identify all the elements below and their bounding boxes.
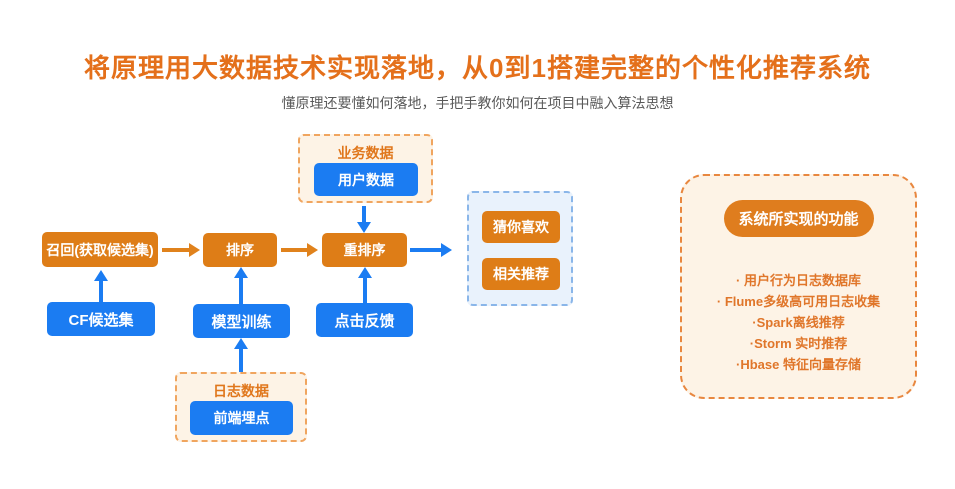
arrow-recall-to-rank bbox=[162, 248, 189, 252]
group-output: 猜你喜欢 相关推荐 bbox=[467, 191, 573, 306]
node-cf-candidates: CF候选集 bbox=[47, 302, 155, 336]
features-list: · 用户行为日志数据库 · Flume多级高可用日志收集 ·Spark离线推荐 … bbox=[682, 270, 915, 375]
arrow-log-to-model bbox=[239, 349, 243, 372]
group-log-data-label: 日志数据 bbox=[213, 383, 269, 399]
group-business-data-label: 业务数据 bbox=[337, 145, 394, 161]
feature-item: ·Storm 实时推荐 bbox=[749, 336, 848, 351]
page-subtitle: 懂原理还要懂如何落地，手把手教你如何在项目中融入算法思想 bbox=[281, 95, 674, 111]
arrow-userdata-to-rerank bbox=[362, 206, 366, 222]
features-panel: 系统所实现的功能 · 用户行为日志数据库 · Flume多级高可用日志收集 ·S… bbox=[680, 174, 917, 399]
feature-item: · 用户行为日志数据库 bbox=[736, 273, 861, 288]
arrow-cf-to-recall bbox=[99, 281, 103, 302]
feature-item: ·Hbase 特征向量存储 bbox=[736, 357, 861, 372]
arrow-model-to-rank bbox=[239, 278, 243, 304]
feature-item: ·Spark离线推荐 bbox=[752, 315, 845, 330]
arrow-rerank-to-output bbox=[410, 248, 441, 252]
arrow-rank-to-rerank bbox=[281, 248, 307, 252]
feature-item: · Flume多级高可用日志收集 bbox=[716, 294, 881, 309]
group-business-data: 业务数据 用户数据 bbox=[298, 134, 433, 203]
node-related-recommend: 相关推荐 bbox=[482, 258, 560, 290]
node-rank: 排序 bbox=[203, 233, 277, 267]
node-recall: 召回(获取候选集) bbox=[42, 232, 158, 267]
features-panel-title: 系统所实现的功能 bbox=[723, 200, 874, 237]
node-frontend-tracking: 前端埋点 bbox=[190, 401, 293, 435]
node-guess-you-like: 猜你喜欢 bbox=[482, 211, 560, 243]
node-click-feedback: 点击反馈 bbox=[316, 303, 413, 337]
node-user-data: 用户数据 bbox=[314, 163, 418, 196]
node-model-training: 模型训练 bbox=[193, 304, 290, 338]
arrow-click-to-rerank bbox=[363, 278, 367, 303]
group-log-data: 日志数据 前端埋点 bbox=[175, 372, 307, 442]
page-title: 将原理用大数据技术实现落地，从0到1搭建完整的个性化推荐系统 bbox=[84, 53, 871, 83]
node-rerank: 重排序 bbox=[322, 233, 407, 267]
